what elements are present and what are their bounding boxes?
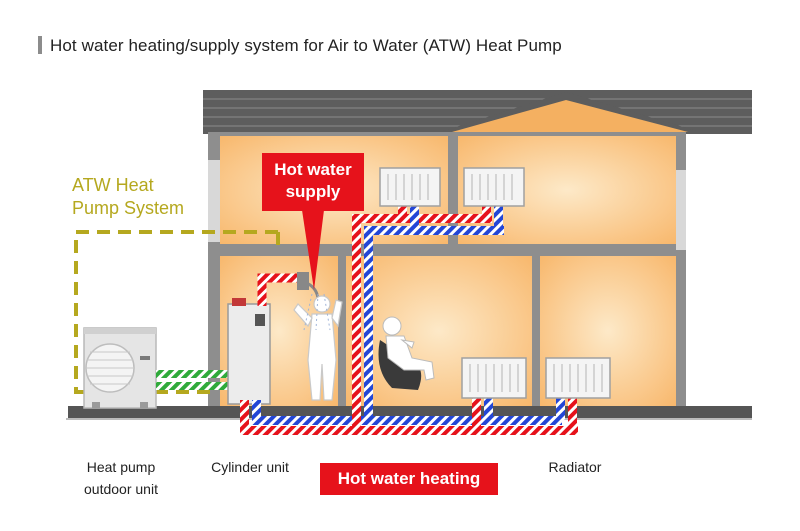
hot-water-heating-label: Hot water heating (320, 463, 498, 495)
supply-callout-pointer (302, 210, 324, 290)
outdoor-unit-caption: Heat pump outdoor unit (62, 456, 180, 500)
radiator-upper-left (379, 167, 441, 207)
diagram-title: Hot water heating/supply system for Air … (50, 36, 562, 55)
seated-person-figure (378, 316, 435, 390)
atw-system-label: ATW Heat Pump System (72, 174, 184, 220)
hot-water-supply-line2: supply (285, 182, 341, 201)
hot-water-supply-line1: Hot water (274, 160, 352, 179)
outdoor-caption-line2: outdoor unit (84, 481, 158, 497)
radiator-caption: Radiator (548, 459, 602, 475)
title-accent-bar (38, 36, 42, 54)
shower-person-figure (293, 295, 343, 401)
outdoor-unit (83, 327, 157, 409)
cylinder-unit-caption: Cylinder unit (211, 459, 289, 475)
roof (203, 90, 752, 134)
atw-label-line1: ATW Heat (72, 175, 154, 195)
hot-water-supply-label: Hot water supply (262, 153, 364, 211)
heating-circuit (240, 196, 578, 435)
radiator-lower-right (545, 357, 611, 399)
outdoor-caption-line1: Heat pump (86, 459, 156, 475)
ground (68, 406, 752, 418)
radiator-upper-right (463, 167, 525, 207)
atw-label-line2: Pump System (72, 198, 185, 218)
cylinder-unit (227, 298, 271, 405)
radiator-lower-middle (461, 357, 527, 399)
refrigerant-pipes (156, 370, 228, 390)
